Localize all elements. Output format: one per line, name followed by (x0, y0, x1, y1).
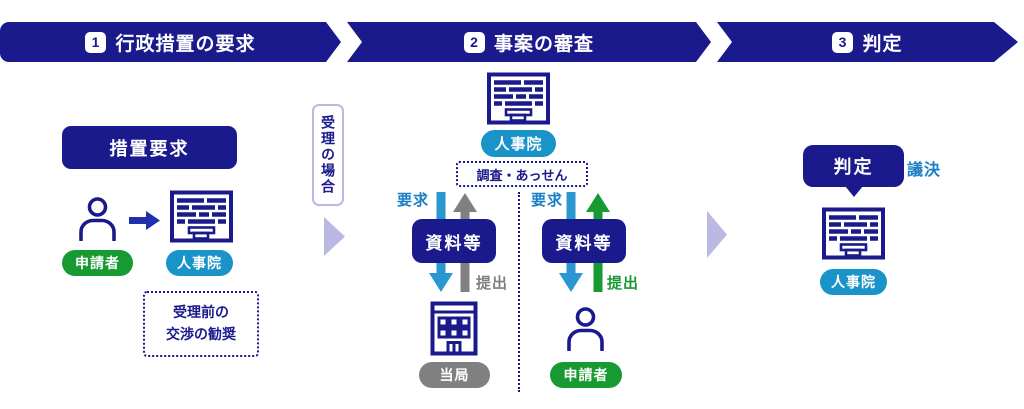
measure-request-box: 措置要求 (62, 126, 237, 169)
authority-badge: 当局 (419, 362, 490, 388)
investigation-mediation-box: 調査・あっせん (456, 161, 588, 187)
flow-divider-dotted-line (518, 192, 520, 392)
step-3-number-badge: 3 (832, 32, 853, 53)
step-2-label: 事案の審査 (493, 33, 594, 55)
decision-bubble: 判定 (803, 145, 904, 187)
authority-building-icon (430, 301, 478, 356)
npa-building-icon (170, 190, 233, 243)
applicant-person-icon (565, 306, 606, 351)
step-1-label: 行政措置の要求 (115, 33, 256, 55)
applicant-badge: 申請者 (62, 250, 133, 276)
step-3-header: 3 判定 (717, 22, 1018, 62)
authority-materials-box: 資料等 (412, 219, 496, 263)
applicant-materials-box: 資料等 (542, 219, 626, 263)
npa-badge-step1: 人事院 (166, 250, 233, 276)
note-line-1: 受理前の (173, 304, 229, 321)
note-line-2: 交渉の勧奨 (166, 326, 236, 342)
step-1-number-badge: 1 (85, 32, 106, 53)
resolution-label: 議決 (907, 162, 942, 179)
step-2-number-badge: 2 (464, 32, 485, 53)
npa-badge-step3: 人事院 (820, 269, 887, 295)
step-1-header: 1 行政措置の要求 (0, 22, 341, 62)
transition-chevron-1 (324, 217, 345, 256)
authority-submit-label: 提出 (476, 275, 509, 292)
authority-request-label: 要求 (397, 192, 430, 209)
transition-chevron-2 (707, 211, 727, 258)
npa-building-icon-step2 (487, 72, 550, 125)
applicant-request-label: 要求 (531, 192, 564, 209)
pre-acceptance-note: 受理前の 交渉の勧奨 (143, 291, 259, 357)
accepted-case-box: 受理の場合 (312, 104, 344, 206)
person-icon (77, 196, 118, 241)
step-2-header: 2 事案の審査 (347, 22, 711, 62)
applicant-badge-step2: 申請者 (550, 362, 622, 388)
npa-building-icon-step3 (822, 207, 885, 260)
right-arrow-icon (129, 210, 161, 231)
npa-badge-step2: 人事院 (481, 130, 556, 157)
decision-bubble-tail (845, 186, 863, 197)
applicant-submit-label: 提出 (607, 275, 640, 292)
step-3-label: 判定 (862, 33, 903, 55)
